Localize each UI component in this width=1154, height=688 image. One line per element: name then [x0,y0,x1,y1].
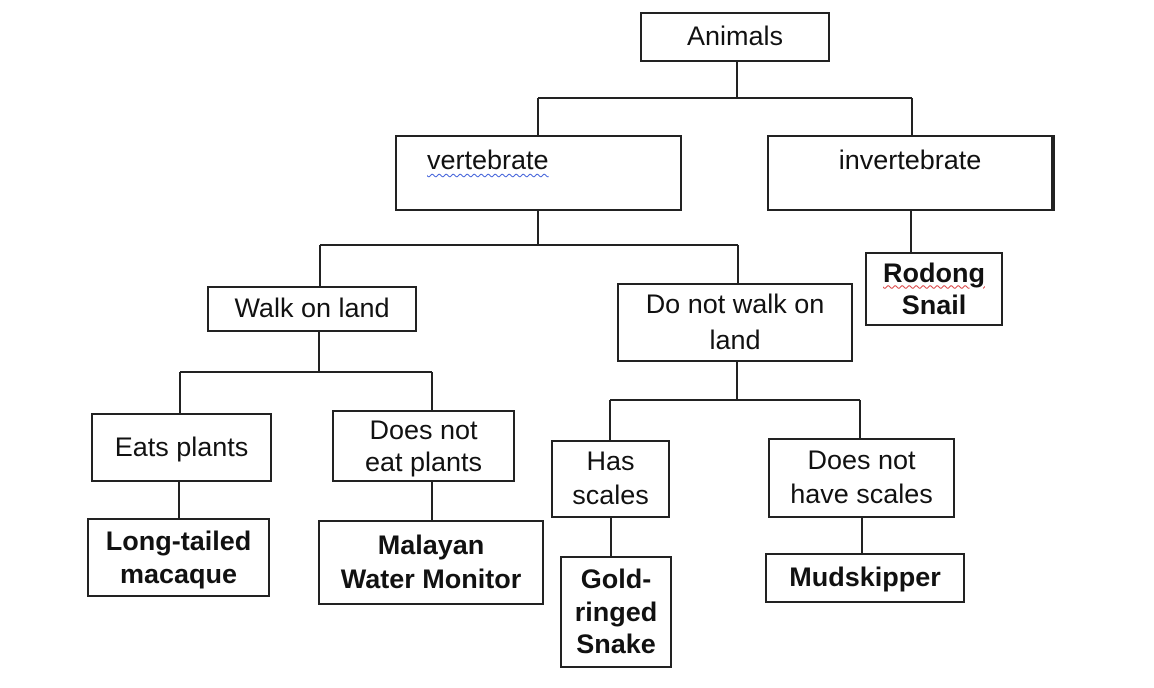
connector-vertebrate [319,211,739,286]
node-label: Do not walk on [645,289,825,320]
connector-walk [179,332,433,413]
node-label: Mudskipper [789,562,941,593]
node-label: Eats plants [114,431,249,462]
node-label: Walk on land [234,293,390,324]
node-mudskipper: Mudskipper [765,553,965,603]
node-label: Gold- [580,564,652,595]
node-label: Water Monitor [340,563,522,594]
node-label: Malayan [377,529,485,560]
node-do-not-walk-on-land: Do not walk on land [617,283,853,362]
connector-not-walk [609,362,861,440]
node-label: invertebrate [838,145,982,175]
node-label: Snail [901,290,967,320]
node-label: Does not [807,445,916,476]
connector-animals [537,62,913,135]
node-label: ringed [574,596,658,627]
node-label: macaque [119,558,238,589]
node-label: Long-tailed [105,526,252,557]
node-label: Snake [576,629,656,660]
node-label: Has [586,446,635,477]
node-label: have scales [790,479,933,509]
node-label: Does not [369,414,478,445]
node-label: land [709,324,761,355]
node-label: scales [572,480,649,510]
node-vertebrate: vertebrate [395,135,682,211]
node-label: vertebrate [427,145,549,175]
node-label: Rodong [883,257,985,288]
node-walk-on-land: Walk on land [207,286,417,332]
node-eats-plants: Eats plants [91,413,272,482]
node-animals: Animals [640,12,830,62]
node-label: eat plants [364,447,483,477]
node-invertebrate: invertebrate [767,135,1055,211]
node-label: Animals [686,21,784,52]
